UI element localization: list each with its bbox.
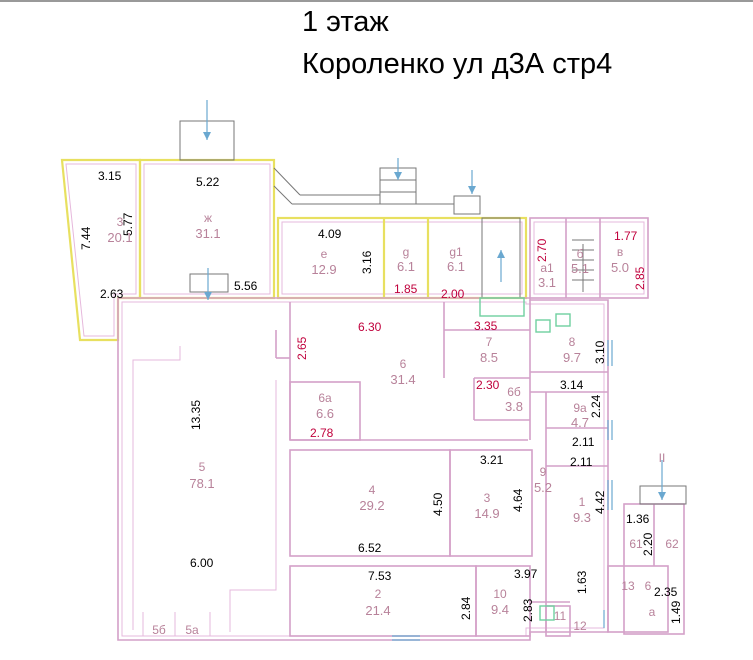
room-number: 2 <box>375 587 382 601</box>
room-number: 3 <box>484 491 491 505</box>
dimension-label: 2.85 <box>633 266 647 290</box>
dimension-label: 2.20 <box>641 532 655 556</box>
dimension-label: 7.44 <box>79 226 93 250</box>
room-number: 7 <box>486 335 493 349</box>
room-area: 31.4 <box>390 372 415 387</box>
room-number: 1 <box>579 495 586 509</box>
room-area: 6.1 <box>397 259 415 274</box>
room-number: 13 <box>621 579 635 593</box>
room-number: в <box>617 245 623 259</box>
main-block-walls <box>117 268 687 641</box>
dimension-label: 3.97 <box>514 567 538 581</box>
dimension-label: 2.24 <box>589 394 603 418</box>
room-area: 8.5 <box>480 350 498 365</box>
room-number: 6б <box>507 385 521 399</box>
room-number: 62 <box>665 537 679 551</box>
room-number: ж <box>204 211 212 225</box>
dimension-label: 2.78 <box>310 426 334 440</box>
room-area: 29.2 <box>359 498 384 513</box>
dimension-label: 2.11 <box>572 435 595 449</box>
dimension-label: 5.77 <box>121 212 135 236</box>
dimension-label: 1.63 <box>575 570 589 594</box>
dimension-label: 5.22 <box>196 175 220 189</box>
dimension-label: 3.16 <box>360 250 374 274</box>
dimension-label: 2.83 <box>521 598 535 622</box>
room-area: 14.9 <box>474 506 499 521</box>
floor-title: 1 этаж <box>302 6 389 38</box>
room-area: 9.4 <box>491 602 509 617</box>
room-area: 4.7 <box>571 415 589 430</box>
room-number: a1 <box>540 261 554 275</box>
dimension-label: 2.11 <box>570 455 593 469</box>
room-number: а <box>649 605 656 619</box>
room-number: 8 <box>569 335 576 349</box>
room-number: е <box>321 247 328 261</box>
dimension-label: 13.35 <box>189 400 203 430</box>
dimension-label: 4.09 <box>318 227 342 241</box>
room-number: 11 <box>554 609 567 623</box>
dimension-label: 1.77 <box>614 229 638 243</box>
dimension-label: 2.35 <box>654 585 678 599</box>
dimension-label: 5.56 <box>234 279 258 293</box>
room-area: 6.1 <box>447 259 465 274</box>
dimension-label: 3.35 <box>474 319 498 333</box>
room-number: g <box>403 245 410 259</box>
dimension-label: 3.15 <box>98 169 122 183</box>
room-number: 5б <box>152 623 166 637</box>
room-area: 3.8 <box>505 399 523 414</box>
room-number: 5а <box>185 623 199 637</box>
dimension-label: 2.84 <box>459 596 473 620</box>
room-area: 5.2 <box>534 480 552 495</box>
dimension-label: 1.36 <box>626 512 650 526</box>
dimension-label: 4.64 <box>511 488 525 512</box>
dimension-label: 2.63 <box>100 287 124 301</box>
dimension-label: 1.49 <box>669 600 683 624</box>
room-area: 3.1 <box>538 275 556 290</box>
room-number: 12 <box>573 619 587 633</box>
room-area: 21.4 <box>365 603 390 618</box>
dimension-label: 2.30 <box>476 378 500 392</box>
room-number: 3 <box>117 215 124 229</box>
room-number: 9а <box>573 401 587 415</box>
room-area: 31.1 <box>195 226 220 241</box>
dimension-label: 1.85 <box>394 282 418 296</box>
dimension-labels: 3.15 5.22 7.44 5.77 2.63 5.56 4.09 3.16 … <box>79 169 683 624</box>
room-number: 5 <box>199 460 206 474</box>
room-area: 6.6 <box>316 406 334 421</box>
dimension-label: 3.10 <box>593 340 607 364</box>
room-area: 5.1 <box>571 261 589 276</box>
room-number: 9 <box>540 465 547 479</box>
dimension-label: 2.70 <box>535 238 549 262</box>
room-area: 9.3 <box>573 510 591 525</box>
room-number: 6 <box>400 357 407 371</box>
entrance-label: II <box>659 451 666 465</box>
dimension-label: 6.52 <box>358 541 382 555</box>
room-area: 12.9 <box>311 262 336 277</box>
dimension-label: 4.50 <box>431 492 445 516</box>
dimension-label: 2.00 <box>441 287 465 301</box>
room-area: 9.7 <box>563 350 581 365</box>
dimension-label: 6.30 <box>358 320 382 334</box>
room-area: 78.1 <box>189 476 214 491</box>
dimension-label: 4.42 <box>593 490 607 514</box>
dimension-label: 3.14 <box>560 378 584 392</box>
dimension-label: 3.21 <box>480 453 504 467</box>
room-number: 10 <box>493 587 507 601</box>
room-number: 61 <box>629 537 643 551</box>
room-area: 5.0 <box>611 260 629 275</box>
room-number: 4 <box>369 483 376 497</box>
room-number: g1 <box>449 245 463 259</box>
room-number: 6 <box>645 579 652 593</box>
dimension-label: 2.65 <box>295 336 309 360</box>
room-labels: 3 20.1 ж 31.1 е 12.9 g 6.1 g1 6.1 a1 3.1… <box>107 211 679 637</box>
room-number: б <box>577 247 584 261</box>
room-number: 6а <box>318 391 332 405</box>
address-title: Короленко ул д3А стр4 <box>302 48 613 80</box>
dimension-label: 6.00 <box>190 556 214 570</box>
dimension-label: 7.53 <box>368 569 392 583</box>
room-area: 20.1 <box>107 230 132 245</box>
